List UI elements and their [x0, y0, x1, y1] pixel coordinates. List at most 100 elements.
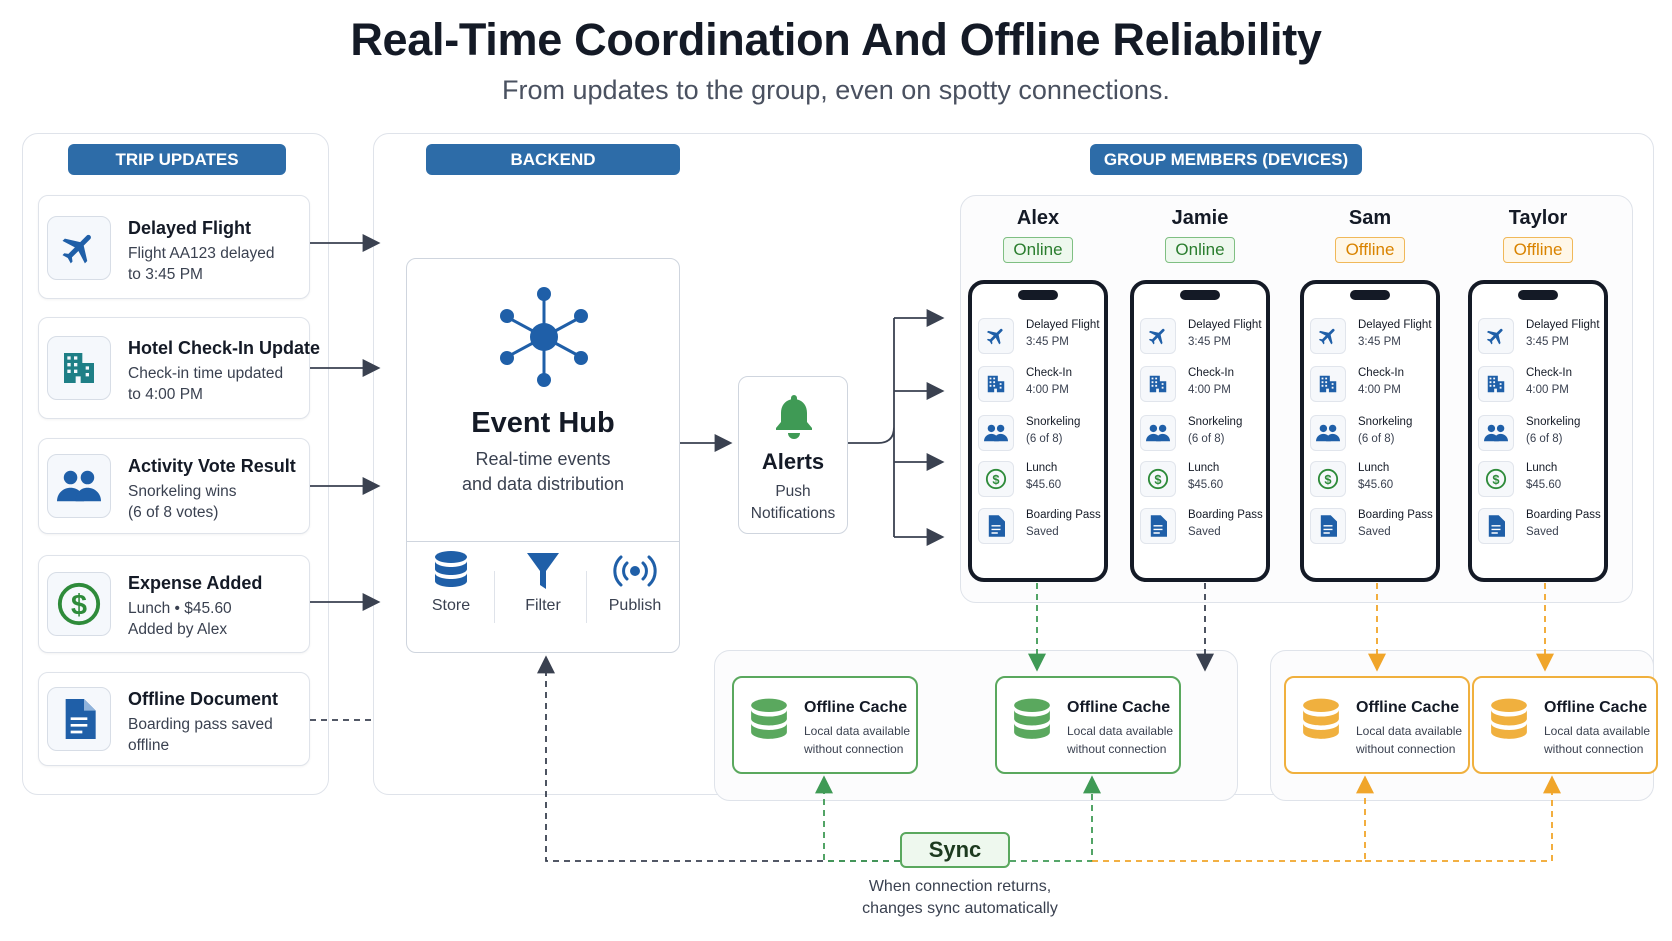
cache-title: Offline Cache — [1067, 699, 1171, 716]
bell-icon — [773, 393, 815, 444]
phone-list-item[interactable]: Snorkeling(6 of 8) — [1478, 413, 1600, 453]
source-desc-line1: Lunch • $45.60 — [128, 600, 232, 617]
source-title: Delayed Flight — [128, 218, 252, 238]
phone-item-subtitle: (6 of 8) — [1188, 433, 1225, 445]
phone-item-title: Boarding Pass — [1026, 509, 1101, 521]
people-icon — [1478, 415, 1514, 451]
phone-list-item[interactable]: $Lunch$45.60 — [1478, 459, 1600, 499]
phone-item-subtitle: (6 of 8) — [1526, 433, 1563, 445]
phone-item-subtitle: Saved — [1358, 526, 1391, 538]
svg-text:$: $ — [992, 472, 999, 487]
source-card-activity-vote[interactable]: Activity Vote Result Snorkeling wins (6 … — [38, 438, 310, 534]
document-icon — [978, 508, 1014, 544]
phone-list-item[interactable]: Snorkeling(6 of 8) — [1310, 413, 1432, 453]
airplane-icon — [1140, 318, 1176, 354]
phone-item-subtitle: Saved — [1026, 526, 1059, 538]
source-card-offline-document[interactable]: Offline Document Boarding pass saved off… — [38, 672, 310, 766]
phone-list-item[interactable]: $Lunch$45.60 — [978, 459, 1100, 499]
alerts-description-line2: Notifications — [750, 505, 836, 522]
source-card-hotel-checkin[interactable]: Hotel Check-In Update Check-in time upda… — [38, 317, 320, 419]
people-icon — [47, 454, 111, 518]
document-icon — [1478, 508, 1514, 544]
sync-to-taylor-cache — [1365, 775, 1561, 862]
phone-item-subtitle: 4:00 PM — [1188, 384, 1231, 396]
phone-item-title: Snorkeling — [1026, 416, 1081, 428]
hub-store: Store — [407, 551, 495, 615]
source-desc-line1: Flight AA123 delayed — [128, 245, 275, 262]
dollar-icon: $ — [1478, 461, 1514, 497]
cache-title: Offline Cache — [1356, 699, 1460, 716]
database-icon — [1302, 698, 1340, 749]
hub-divider — [407, 541, 679, 542]
sync-to-hub — [537, 655, 900, 862]
dollar-icon: $ — [1310, 461, 1346, 497]
source-desc-line2: to 3:45 PM — [128, 266, 203, 283]
event-hub: Event Hub Real-time events and data dist… — [406, 258, 680, 653]
hub-publish: Publish — [591, 551, 679, 615]
phone-item-title: Delayed Flight — [1188, 319, 1262, 331]
phone-item-title: Boarding Pass — [1526, 509, 1601, 521]
building-icon — [1140, 366, 1176, 402]
source-desc-line2: (6 of 8 votes) — [128, 504, 219, 521]
alerts-box: Alerts Push Notifications — [738, 376, 848, 534]
status-badge: Offline — [1335, 237, 1405, 263]
hub-network-icon — [499, 285, 589, 392]
phone-list-item[interactable]: $Lunch$45.60 — [1310, 459, 1432, 499]
source-desc-line1: Check-in time updated — [128, 365, 284, 382]
svg-text:$: $ — [1154, 472, 1161, 487]
phone-item-subtitle: (6 of 8) — [1358, 433, 1395, 445]
source-title: Expense Added — [128, 573, 263, 593]
cache-description-line1: Local data available — [1544, 724, 1651, 738]
people-icon — [978, 415, 1014, 451]
phone-item-title: Delayed Flight — [1026, 319, 1100, 331]
source-card-delayed-flight[interactable]: Delayed Flight Flight AA123 delayed to 3… — [38, 195, 310, 299]
source-card-expense[interactable]: $ Expense Added Lunch • $45.60 Added by … — [38, 555, 310, 653]
sync-to-sam-cache — [1092, 775, 1374, 862]
source-desc-line2: to 4:00 PM — [128, 386, 203, 403]
phone-list-item[interactable]: $Lunch$45.60 — [1140, 459, 1262, 499]
cache-description-line2: without connection — [804, 742, 904, 756]
phone-notch — [1518, 290, 1558, 300]
phone-item-title: Boarding Pass — [1188, 509, 1263, 521]
phone-list-item[interactable]: Snorkeling (6 of 8) — [978, 413, 1100, 453]
sync-description-line2: changes sync automatically — [862, 900, 1058, 917]
phone-item-subtitle: 4:00 PM — [1026, 384, 1069, 396]
database-icon — [750, 698, 788, 749]
hub-description-line2: and data distribution — [461, 474, 625, 494]
document-icon — [1140, 508, 1176, 544]
phone-notch — [1350, 290, 1390, 300]
source-title: Activity Vote Result — [128, 456, 296, 476]
phone-list-item[interactable]: Snorkeling(6 of 8) — [1140, 413, 1262, 453]
cache-description-line2: without connection — [1067, 742, 1167, 756]
cache-description-line2: without connection — [1356, 742, 1456, 756]
sync-to-jamie-cache — [1010, 775, 1101, 862]
source-desc-line2: Added by Alex — [128, 621, 228, 638]
status-badge: Online — [1003, 237, 1073, 263]
phone-notch — [1018, 290, 1058, 300]
phone-item-subtitle: $45.60 — [1026, 479, 1062, 491]
airplane-icon — [978, 318, 1014, 354]
alerts-title: Alerts — [761, 449, 825, 474]
phone-item-subtitle: 3:45 PM — [1358, 336, 1401, 348]
phone-item-subtitle: (6 of 8) — [1026, 433, 1063, 445]
building-icon — [1310, 366, 1346, 402]
cache-title: Offline Cache — [1544, 699, 1648, 716]
